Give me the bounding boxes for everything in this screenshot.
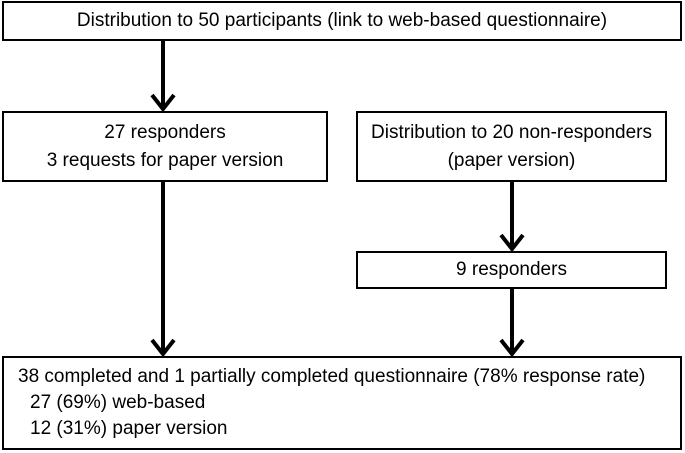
paper-responders-box: 9 responders xyxy=(356,251,667,289)
paper-version-result: 12 (31%) paper version xyxy=(30,418,228,439)
arrowhead-middle-to-bottom xyxy=(499,338,525,358)
results-box: 38 completed and 1 partially completed q… xyxy=(2,356,682,450)
web-responders-box: 27 responders 3 requests for paper versi… xyxy=(2,111,328,182)
arrowhead-left-to-bottom xyxy=(150,338,176,358)
arrowhead-top-to-left xyxy=(150,93,176,113)
non-responders-box: Distribution to 20 non-responders (paper… xyxy=(356,111,667,182)
web-responders-count: 27 responders xyxy=(104,121,226,143)
paper-version-note: (paper version) xyxy=(447,149,576,171)
non-responders-distribution-text: Distribution to 20 non-responders xyxy=(371,121,652,143)
web-based-result: 27 (69%) web-based xyxy=(30,392,206,413)
distribution-text: Distribution to 50 participants (link to… xyxy=(76,10,608,31)
paper-responders-count: 9 responders xyxy=(456,259,567,280)
results-summary: 38 completed and 1 partially completed q… xyxy=(18,366,646,387)
arrowhead-right-to-middle xyxy=(499,233,525,253)
distribution-box: Distribution to 50 participants (link to… xyxy=(2,1,682,41)
paper-requests-text: 3 requests for paper version xyxy=(46,149,284,171)
